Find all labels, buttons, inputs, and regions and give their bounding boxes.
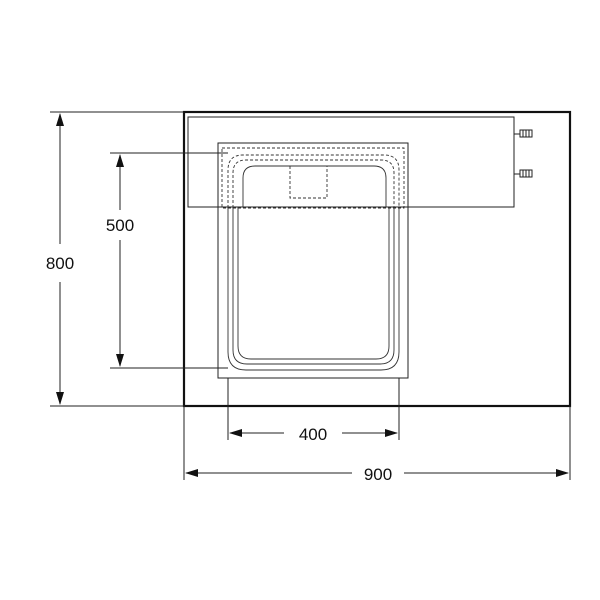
basin-hidden-outline	[221, 147, 405, 209]
basin-frame	[217, 142, 409, 379]
dimension-label-500: 500	[106, 216, 134, 235]
dimension-label-800: 800	[46, 254, 74, 273]
drain-box-hidden	[289, 165, 328, 199]
water-connector-upper	[514, 129, 533, 138]
water-connector-lower	[514, 169, 533, 178]
basin-bowl-upper-inner	[242, 165, 387, 207]
dimension-label-900: 900	[364, 465, 392, 484]
dimension-800	[50, 111, 184, 407]
basin-bowl-outer	[227, 207, 400, 371]
basin-bowl-inner	[237, 207, 390, 360]
basin-bowl-middle	[232, 207, 395, 365]
dimension-label-400: 400	[299, 425, 327, 444]
basin-rim-dashed-inner	[232, 159, 395, 208]
dimension-400	[227, 378, 400, 440]
dimension-500	[110, 152, 228, 369]
cabinet-outline	[182, 110, 572, 408]
dimension-900	[183, 406, 571, 480]
worktop-strip	[187, 116, 515, 208]
basin-rim-dashed	[227, 154, 400, 208]
